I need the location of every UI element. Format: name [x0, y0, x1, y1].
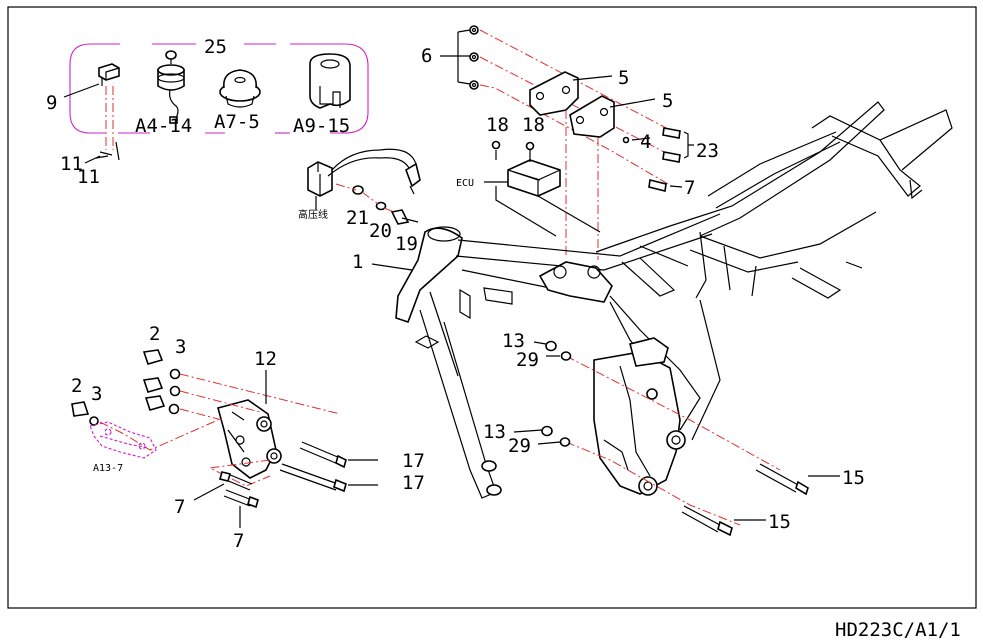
part-a7-5-grommet — [219, 69, 261, 108]
drawing-border — [7, 6, 977, 609]
part-ecu — [484, 140, 601, 237]
callout-3-upper: 3 — [175, 336, 186, 358]
callout-4: 4 — [640, 131, 651, 153]
callout-29-lower: 29 — [508, 435, 531, 457]
callout-18-right: 18 — [522, 114, 545, 136]
callout-2-upper: 2 — [149, 323, 160, 345]
callout-11-b: 11 — [77, 166, 100, 188]
callout-17-upper: 17 — [402, 450, 425, 472]
part-6-nuts — [440, 25, 479, 90]
callout-5-upper: 5 — [618, 67, 629, 89]
drawing-code: HD223C/A1/1 — [835, 619, 961, 641]
part-a9-15-bracket — [309, 53, 351, 109]
callout-a7-5: A7-5 — [214, 111, 260, 133]
callout-7-upper: 7 — [684, 177, 695, 199]
callout-13-lower: 13 — [483, 421, 506, 443]
callout-5-lower: 5 — [662, 90, 673, 112]
callout-harness-tag: 高压线 — [298, 208, 328, 221]
part-9-clip — [63, 63, 120, 98]
callout-7-bottom: 7 — [233, 530, 244, 552]
callout-18-left: 18 — [486, 114, 509, 136]
group-25-box — [69, 43, 369, 134]
callout-19: 19 — [395, 233, 418, 255]
parts-2-3-nuts — [71, 349, 181, 426]
part-15-bolts — [681, 463, 809, 537]
callout-2-lower: 2 — [71, 375, 82, 397]
callout-a9-15: A9-15 — [293, 115, 350, 137]
callout-a4-14: A4-14 — [135, 115, 192, 137]
callout-12: 12 — [254, 348, 277, 370]
callout-7-left: 7 — [174, 496, 185, 518]
callout-13-upper: 13 — [502, 330, 525, 352]
callout-23: 23 — [696, 140, 719, 162]
callout-29-upper: 29 — [516, 349, 539, 371]
part-a13-7 — [89, 421, 157, 459]
callout-20: 20 — [369, 220, 392, 242]
callout-6: 6 — [421, 45, 432, 67]
callout-15-upper: 15 — [842, 467, 865, 489]
motorcycle-frame — [395, 101, 953, 499]
leader-lines — [265, 263, 840, 521]
part-a4-14-switch — [157, 50, 185, 124]
callout-9: 9 — [46, 92, 57, 114]
part-5-plates — [529, 71, 656, 138]
callout-11-a: 11 — [60, 153, 83, 175]
parts-13-29-washers — [541, 340, 572, 447]
part-ignition-coil — [307, 148, 421, 210]
callout-ecu: ECU — [456, 178, 474, 189]
part-12-bracket — [217, 399, 282, 479]
callout-15-lower: 15 — [768, 511, 791, 533]
parts-21-20-19 — [352, 185, 419, 225]
part-11-pins — [84, 141, 120, 164]
callout-labels: 1 2 3 2 3 4 5 5 6 7 7 7 9 11 11 12 13 13… — [46, 36, 961, 641]
part-23-bolts — [622, 127, 694, 192]
callout-a13-7: A13-7 — [93, 463, 123, 474]
part-7-bolts — [193, 471, 259, 528]
callout-21: 21 — [346, 207, 369, 229]
callout-1: 1 — [352, 251, 363, 273]
callout-25: 25 — [204, 36, 227, 58]
part-17-bolts — [279, 441, 378, 493]
callout-3-lower: 3 — [91, 383, 102, 405]
callout-17-lower: 17 — [402, 472, 425, 494]
